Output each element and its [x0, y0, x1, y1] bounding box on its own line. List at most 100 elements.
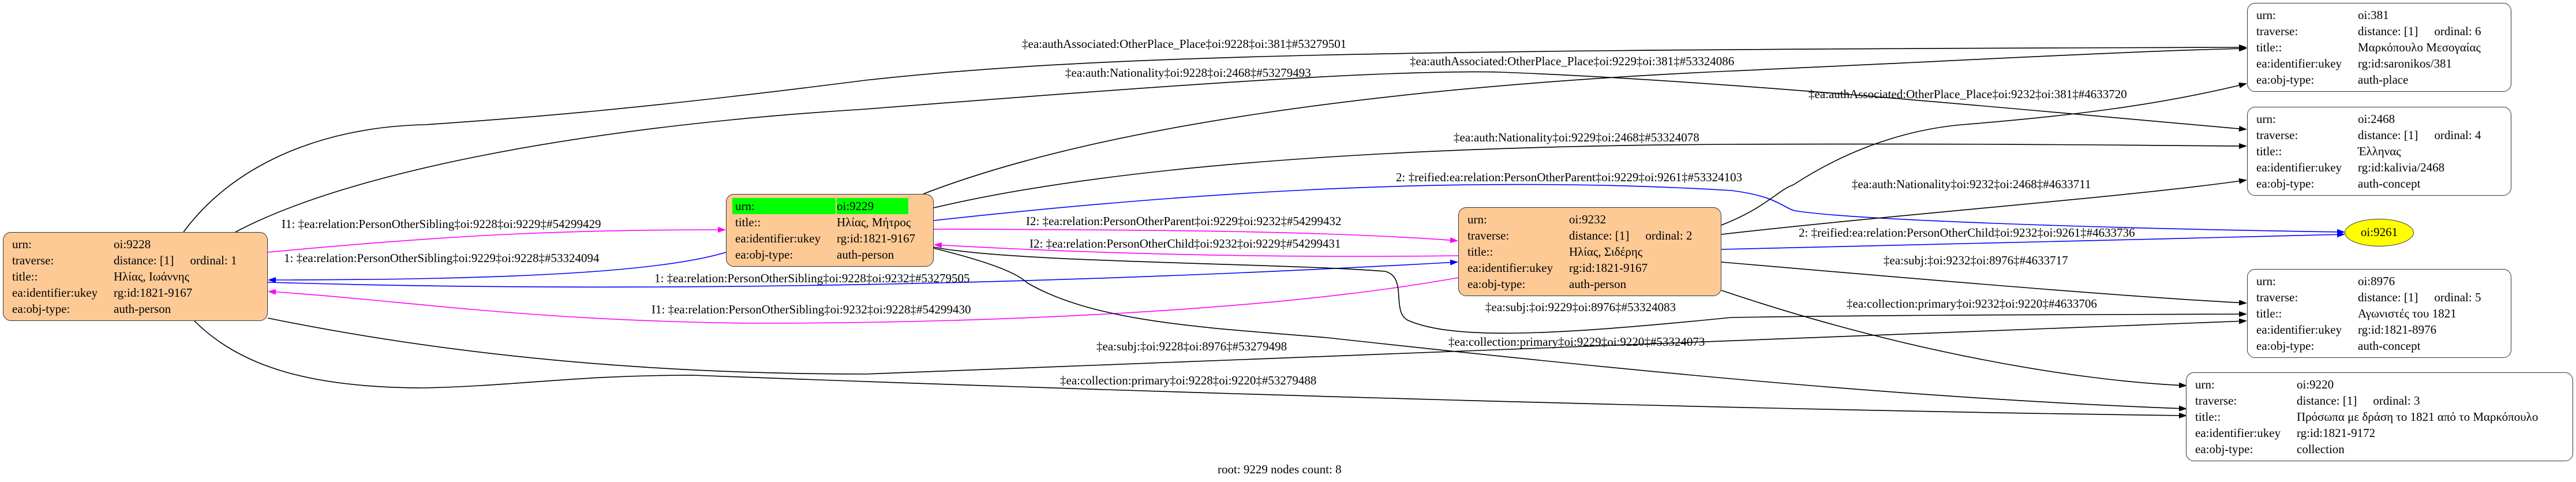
distance-value: distance: [1]: [2297, 394, 2357, 408]
field-label: title::: [2256, 40, 2282, 54]
edge-subj-9228-8976: [267, 317, 2247, 375]
edge-sibling-9228-9229: [267, 227, 726, 253]
title-value: Ηλίας, Ιωάννης: [114, 270, 189, 283]
edge-collection-9229-9220: [933, 248, 2187, 412]
urn-value: oi:2468: [2358, 112, 2395, 126]
field-label: urn:: [12, 237, 32, 251]
edge-reified-9232-9261: [1721, 231, 2345, 250]
field-label: traverse:: [1467, 229, 1510, 242]
edge-label: 2: ‡reified:ea:relation:PersonOtherParen…: [1396, 170, 1742, 184]
objtype-row: ea:obj-type: auth-concept: [2256, 175, 2511, 192]
ukey-value: rg:id:1821-8976: [2358, 323, 2437, 337]
traverse-row: traverse:distance: [1]ordinal: 4: [2256, 127, 2511, 143]
title-value: Πρόσωπα με δράση το 1821 από το Μαρκόπου…: [2297, 410, 2538, 424]
distance-value: distance: [1]: [1569, 229, 1630, 242]
edge-sibling-9228-9232: [267, 259, 1458, 288]
title-value: Μαρκόπουλο Μεσογαίας: [2358, 40, 2481, 54]
field-label: ea:obj-type:: [12, 302, 70, 316]
distance-value: distance: [1]: [2358, 290, 2418, 304]
node-9228[interactable]: urn:oi:9228 traverse: distance: [1] ordina…: [3, 232, 268, 321]
traverse-row: traverse:distance: [1]ordinal: 5: [2256, 289, 2511, 305]
node-9232[interactable]: urn:oi:9232 traverse:distance: [1]ordina…: [1458, 207, 1721, 296]
ukey-value: rg:id:1821-9172: [2297, 426, 2376, 440]
edge-sibling-9229-9228: [268, 252, 727, 283]
node-8976[interactable]: urn:oi:8976 traverse:distance: [1]ordina…: [2247, 269, 2511, 358]
field-label: title::: [2256, 144, 2282, 158]
edge-subj-9229-8976: [933, 246, 2247, 334]
field-label: title::: [2256, 307, 2282, 320]
urn-value: oi:9232: [1569, 212, 1607, 226]
objtype-value: auth-concept: [2358, 177, 2421, 190]
node-381[interactable]: urn: oi:381 traverse:distance: [1]ordinal…: [2247, 3, 2511, 92]
objtype-value: auth-concept: [2358, 339, 2421, 353]
urn-row: urn:oi:9228: [12, 236, 267, 252]
edge-place-9229-381: [923, 46, 2247, 195]
node-9220[interactable]: urn:oi:9220 traverse: distance: [1] ordina…: [2186, 372, 2573, 461]
objtype-row: ea:obj-type:collection: [2195, 441, 2573, 457]
urn-value: oi:9229: [837, 198, 909, 214]
edge-label: ‡ea:subj:‡oi:9228‡oi:8976‡#53279498: [1096, 339, 1287, 353]
traverse-row: traverse: distance: [1] ordinal: 1: [12, 252, 267, 268]
objtype-value: auth-person: [1569, 277, 1627, 291]
field-label: ea:obj-type:: [1467, 277, 1526, 291]
objtype-value: auth-person: [114, 302, 171, 316]
field-label: ea:obj-type:: [2256, 339, 2315, 353]
edge-parent-9229-9232: [933, 229, 1458, 244]
edge-label: ‡ea:collection:primary‡oi:9228‡oi:9220‡#…: [1060, 373, 1316, 387]
edge-label: 1: ‡ea:relation:PersonOtherSibling‡oi:92…: [654, 271, 970, 285]
field-label: ea:obj-type:: [2256, 177, 2315, 190]
objtype-value: auth-place: [2358, 73, 2409, 87]
ukey-value: rg:id:saronikos/381: [2358, 57, 2452, 70]
node-2468[interactable]: urn:oi:2468 traverse:distance: [1]ordina…: [2247, 107, 2511, 196]
field-label: urn:: [2256, 274, 2276, 288]
urn-row: urn:oi:8976: [2256, 273, 2511, 289]
edge-label: ‡ea:auth:Nationality‡oi:9228‡oi:2468‡#53…: [1065, 66, 1311, 80]
title-row: title::Μαρκόπουλο Μεσογαίας: [2256, 39, 2511, 55]
edge-place-9228-381: [183, 44, 2247, 233]
field-label: traverse:: [2195, 394, 2237, 408]
objtype-value: auth-person: [837, 248, 894, 261]
urn-row: urn:oi:9229: [732, 198, 933, 214]
objtype-row: ea:obj-type: auth-concept: [2256, 338, 2511, 354]
title-value: Ηλίας, Μήτρος: [837, 215, 911, 229]
urn-value: oi:9220: [2297, 378, 2334, 391]
edge-nationality-9229-2468: [933, 143, 2247, 208]
traverse-row: traverse:distance: [1]ordinal: 6: [2256, 23, 2511, 39]
ordinal-value: ordinal: 1: [190, 253, 237, 267]
edge-nationality-9228-2468: [235, 71, 2247, 233]
field-label: ea:identifier:ukey: [2256, 323, 2342, 337]
edge-label: I1: ‡ea:relation:PersonOtherSibling‡oi:9…: [652, 302, 971, 316]
node-9229-root[interactable]: urn:oi:9229 title::Ηλίας, Μήτρος ea:iden…: [726, 194, 934, 267]
edge-collection-9228-9220: [193, 320, 2187, 419]
title-row: title::Αγωνιστές του 1821: [2256, 305, 2511, 322]
field-label: ea:obj-type:: [2256, 73, 2315, 87]
title-row: title::Ηλίας, Μήτρος: [735, 214, 933, 230]
field-label: traverse:: [2256, 128, 2298, 142]
node-9261[interactable]: oi:9261: [2345, 219, 2414, 246]
distance-value: distance: [1]: [114, 253, 174, 267]
field-label: ea:identifier:ukey: [2195, 426, 2281, 440]
urn-row: urn:oi:9220: [2195, 376, 2573, 393]
urn-row: urn:oi:9232: [1467, 211, 1721, 227]
objtype-row: ea:obj-type: auth-person: [1467, 276, 1721, 292]
field-label: title::: [735, 215, 761, 229]
edge-label: ‡ea:authAssociated:OtherPlace_Place‡oi:9…: [1410, 54, 1734, 68]
urn-row: urn: oi:381: [2256, 7, 2511, 23]
distance-value: distance: [1]: [2358, 128, 2418, 142]
ordinal-value: ordinal: 5: [2434, 290, 2481, 304]
field-label: ea:identifier:ukey: [1467, 261, 1553, 275]
distance-value: distance: [1]: [2358, 24, 2418, 38]
edge-label: ‡ea:auth:Nationality‡oi:9229‡oi:2468‡#53…: [1454, 130, 1699, 144]
edge-label: ‡ea:authAssociated:OtherPlace_Place‡oi:9…: [1022, 37, 1346, 51]
edge-label: ‡ea:authAssociated:OtherPlace_Place‡oi:9…: [1809, 87, 2127, 101]
graph-footer: root: 9229 nodes count: 8: [1218, 462, 1342, 476]
edge-label: ‡ea:subj:‡oi:9229‡oi:8976‡#53324083: [1485, 300, 1676, 314]
title-value: Έλληνας: [2358, 144, 2401, 158]
edge-label: ‡ea:collection:primary‡oi:9232‡oi:9220‡#…: [1847, 297, 2097, 311]
field-label: traverse:: [12, 253, 54, 267]
urn-value: oi:381: [2358, 8, 2389, 22]
field-label: urn:: [2256, 8, 2276, 22]
ordinal-value: ordinal: 3: [2373, 394, 2420, 408]
